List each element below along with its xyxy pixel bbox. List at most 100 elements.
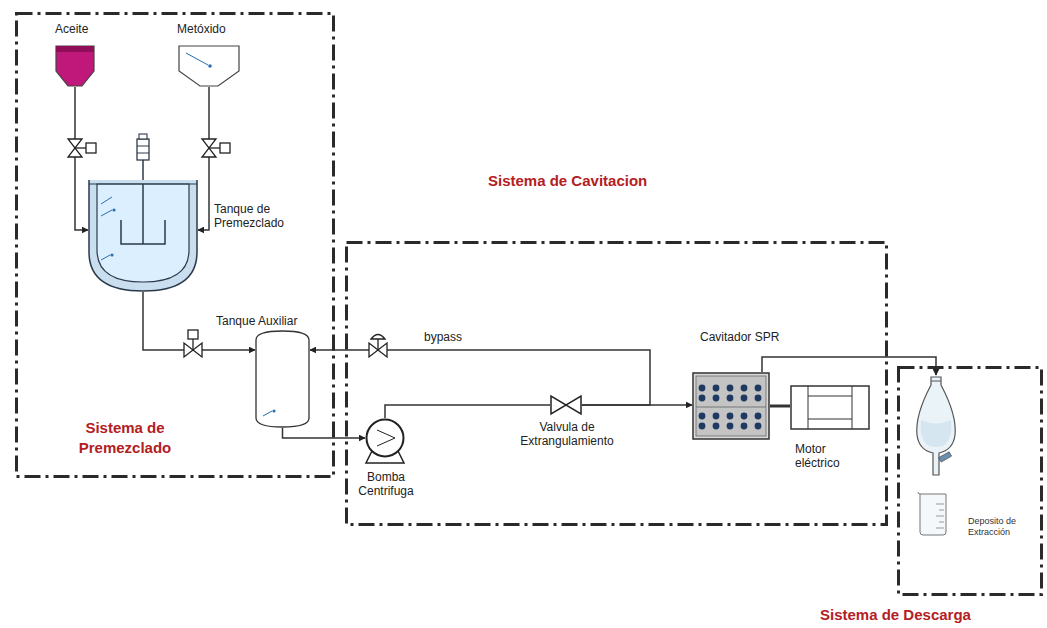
equipment-label: Tanque Auxiliar xyxy=(216,314,297,328)
drawing-part xyxy=(741,385,748,392)
drawing-part xyxy=(696,376,766,436)
region-border xyxy=(345,241,888,526)
drawing-part xyxy=(727,395,734,402)
drawing-part xyxy=(727,423,734,430)
drawing-part xyxy=(256,331,309,427)
drawing-part xyxy=(791,386,869,429)
drawing-part xyxy=(920,494,946,535)
drawing-part xyxy=(699,423,706,430)
auxiliary-tank xyxy=(255,330,310,428)
separatory-funnel xyxy=(915,375,957,475)
drawing-part xyxy=(75,147,86,148)
drawing-part xyxy=(936,504,944,505)
drawing-part xyxy=(137,153,149,154)
drawing-part xyxy=(101,210,112,216)
system-region: Sistema de PremezcladoAceiteMetóxidoTanq… xyxy=(15,12,335,478)
drawing-part xyxy=(188,330,198,339)
pipe-line xyxy=(75,87,88,230)
throttle-valve xyxy=(550,395,582,415)
pipe-line xyxy=(283,428,366,438)
equipment-node: Cavitador SPR xyxy=(688,326,794,444)
drawing-part xyxy=(208,64,212,68)
drawing-part xyxy=(192,339,193,350)
electric-motor xyxy=(790,385,870,430)
equipment-node: Aceite xyxy=(48,16,106,92)
equipment-node: Metóxido xyxy=(170,16,248,92)
drawing-part xyxy=(741,395,748,402)
drawing-part xyxy=(142,184,144,244)
region-border xyxy=(897,366,1043,596)
region-title: Sistema de Cavitacion xyxy=(488,172,647,190)
drawing-part xyxy=(699,395,706,402)
drawing-part xyxy=(101,197,112,204)
drawing-part xyxy=(741,423,748,430)
drawing-part xyxy=(917,377,955,475)
drawing-part xyxy=(179,46,239,86)
drawing-part xyxy=(137,139,149,160)
beaker xyxy=(918,492,948,536)
drawing-part xyxy=(713,423,720,430)
inlet-valve xyxy=(68,139,96,157)
drawing-part xyxy=(713,413,720,420)
drawing-part xyxy=(220,143,230,153)
drawing-part xyxy=(936,528,944,529)
drawing-part xyxy=(101,255,110,260)
drawing-part xyxy=(367,420,404,457)
pipe-line xyxy=(310,350,650,405)
drawing-part xyxy=(272,409,275,412)
pipe-line xyxy=(385,405,550,418)
region-title: Sistema de Descarga xyxy=(820,606,971,624)
centrifugal-pump xyxy=(365,418,405,458)
pipe-line xyxy=(770,405,790,408)
equipment-node: Bomba Centrifuga xyxy=(348,414,426,512)
drawing-part xyxy=(371,335,385,340)
drawing-part xyxy=(142,160,144,244)
drawing-part xyxy=(17,14,334,477)
drawing-part xyxy=(921,420,952,447)
drawing-part xyxy=(931,381,941,382)
drawing-part xyxy=(137,146,149,147)
drawing-part xyxy=(899,368,1042,595)
cavitator-rotor xyxy=(692,372,770,440)
drawing-part xyxy=(186,53,208,65)
drawing-part xyxy=(918,492,920,494)
oil-hopper xyxy=(55,45,95,87)
pipe-line xyxy=(198,87,209,230)
drawing-part xyxy=(86,143,96,153)
equipment-node: Tanque Auxiliar xyxy=(212,312,318,434)
bypass-valve xyxy=(369,335,387,358)
drawing-part xyxy=(696,407,766,408)
drawing-part xyxy=(808,396,852,397)
equipment-label: Bomba Centrifuga xyxy=(350,470,422,499)
drawing-part xyxy=(939,510,944,511)
drawing-part xyxy=(713,395,720,402)
drawing-part xyxy=(727,385,734,392)
drawing-part xyxy=(755,423,762,430)
equipment-label: Aceite xyxy=(55,22,88,36)
equipment-node: Tanque de Premezclado xyxy=(84,128,298,298)
inlet-valve xyxy=(202,139,230,157)
equipment-node: Motor eléctrico xyxy=(786,382,878,480)
drawing-part xyxy=(852,386,853,429)
drawing-part xyxy=(755,385,762,392)
drawing-part xyxy=(209,147,220,148)
drawing-part xyxy=(713,385,720,392)
drawing-part xyxy=(112,208,115,211)
equipment-label: Deposito de Extracción xyxy=(968,516,1030,538)
drawing-part xyxy=(139,134,147,139)
system-region: Sistema de DescargaDeposito de Extracció… xyxy=(897,366,1043,596)
drawing-part xyxy=(56,46,94,52)
drawing-part xyxy=(755,395,762,402)
drawing-part xyxy=(808,419,852,420)
drawing-part xyxy=(121,220,165,244)
outlet-valve xyxy=(184,330,202,357)
drawing-part xyxy=(741,413,748,420)
equipment-label: Cavitador SPR xyxy=(700,330,779,344)
drawing-part xyxy=(377,339,378,350)
drawing-part xyxy=(89,180,197,291)
equipment-node: Valvula de Extrangulamiento xyxy=(506,392,630,460)
agitator-motor xyxy=(135,133,151,160)
equipment-label: Tanque de Premezclado xyxy=(214,202,294,231)
